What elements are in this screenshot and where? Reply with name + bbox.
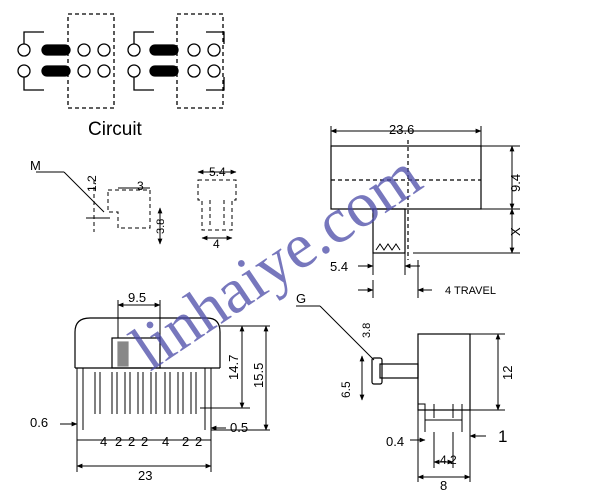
callout-g: G xyxy=(296,291,306,306)
circuit-contacts-right xyxy=(127,43,221,78)
dim-8: 8 xyxy=(440,478,447,491)
pitch-5: 4 xyxy=(162,434,169,449)
circuit-contacts-left xyxy=(17,43,111,78)
dim-23: 23 xyxy=(138,468,152,483)
dim-0-6: 0.6 xyxy=(30,415,48,430)
dim-5-4-pin: 5.4 xyxy=(209,165,226,179)
dim-x: X xyxy=(508,227,523,236)
dim-15-5: 15.5 xyxy=(251,363,266,388)
pitch-7: 2 xyxy=(195,434,202,449)
dim-5-4-actuator: 5.4 xyxy=(330,259,348,274)
dim-4-pin: 4 xyxy=(213,237,220,251)
dim-12: 12 xyxy=(500,366,515,380)
dim-3-8-knob: 3.8 xyxy=(361,323,373,338)
dim-1: 1 xyxy=(498,427,507,446)
pitch-1: 4 xyxy=(100,434,107,449)
pitch-2: 2 xyxy=(115,434,122,449)
bottom-view-drawing xyxy=(60,300,270,472)
dim-0-4: 0.4 xyxy=(386,434,404,449)
pitch-4: 2 xyxy=(141,434,148,449)
front-view-drawing xyxy=(330,126,520,298)
dim-9-5: 9.5 xyxy=(128,290,146,305)
dim-3: 3 xyxy=(137,179,144,193)
circuit-label: Circuit xyxy=(88,119,143,140)
dim-0-5: 0.5 xyxy=(230,420,248,435)
pitch-labels: 4 2 2 2 4 2 2 xyxy=(100,434,202,449)
dim-1-2: 1.2 xyxy=(85,175,99,192)
dim-4-2: 4.2 xyxy=(440,453,457,467)
pitch-6: 2 xyxy=(182,434,189,449)
dim-9-4: 9.4 xyxy=(508,174,523,192)
dim-3-8: 3.8 xyxy=(155,219,167,234)
dim-23-6: 23.6 xyxy=(389,122,414,137)
callout-m: M xyxy=(30,158,41,173)
pin-detail-drawing xyxy=(197,169,237,241)
watermark: linhaiye.com xyxy=(118,139,433,384)
pitch-3: 2 xyxy=(128,434,135,449)
circuit-diagram xyxy=(17,13,225,109)
dim-14-7: 14.7 xyxy=(226,355,241,380)
dim-6-5: 6.5 xyxy=(339,381,353,398)
side-detail-drawing xyxy=(36,171,163,245)
dim-travel: 4 TRAVEL xyxy=(445,285,496,297)
side-view-drawing xyxy=(296,305,505,482)
